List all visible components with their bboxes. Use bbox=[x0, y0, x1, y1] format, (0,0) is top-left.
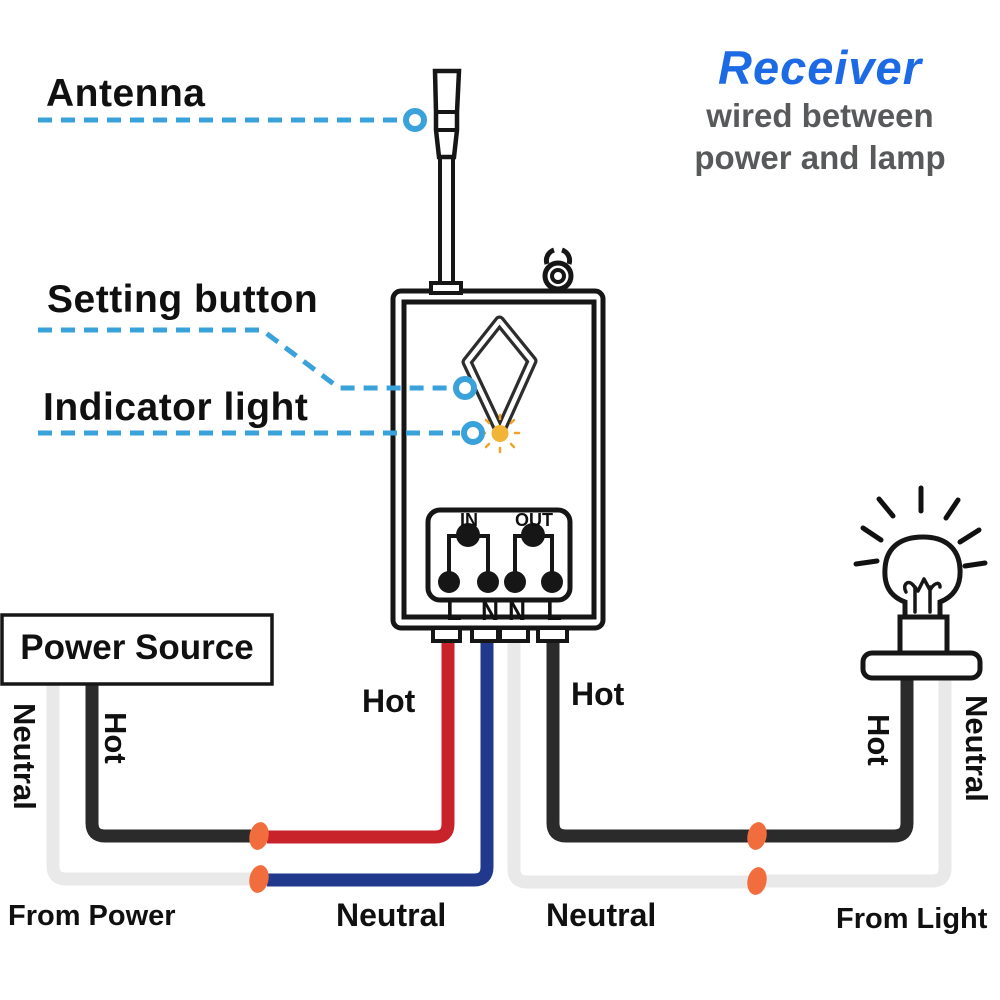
from-power-caption: From Power bbox=[8, 900, 176, 932]
input-hot-label: Hot bbox=[362, 683, 416, 719]
terminal-in-label: IN bbox=[460, 510, 478, 530]
indicator-dot bbox=[491, 425, 509, 442]
wire-power-neutral bbox=[46, 682, 252, 886]
setting-button-leader bbox=[38, 327, 452, 391]
terminal-dot-l-out bbox=[541, 571, 563, 593]
terminal-dot-n-out bbox=[504, 571, 526, 593]
tab-l-out bbox=[536, 626, 569, 643]
terminal-dot-in bbox=[456, 523, 480, 547]
antenna-base bbox=[429, 281, 463, 295]
wire-connectors bbox=[249, 822, 767, 895]
from-light-caption: From Light bbox=[836, 903, 988, 935]
receiver-title: Receiver bbox=[718, 41, 922, 94]
terminal-out-label: OUT bbox=[515, 510, 553, 530]
connector-hot-right bbox=[747, 822, 767, 850]
receiver-title-block: Receiver wired between power and lamp bbox=[650, 40, 990, 179]
bulb-filament bbox=[902, 577, 942, 614]
loop-inner bbox=[550, 268, 566, 284]
source-neutral-label: Neutral bbox=[7, 703, 42, 810]
antenna-icon bbox=[429, 68, 463, 295]
wire-input-neutral bbox=[267, 640, 494, 887]
setting-callout-ring bbox=[453, 376, 477, 400]
bulb-screw-base bbox=[897, 614, 950, 656]
bulb-glass bbox=[882, 534, 963, 620]
receiver-box bbox=[390, 288, 606, 643]
source-hot-label: Hot bbox=[98, 712, 133, 764]
callout-leaders bbox=[38, 108, 485, 445]
wire-power-hot bbox=[85, 682, 251, 843]
bulb-rays bbox=[853, 485, 988, 569]
tab-l-in bbox=[431, 626, 462, 643]
connector-neutral-left bbox=[249, 865, 269, 893]
wire-lamp-neutral bbox=[765, 675, 952, 888]
terminal-dot-out bbox=[521, 523, 545, 547]
indicator-callout-ring bbox=[461, 421, 485, 445]
terminal-dot-n-in bbox=[477, 571, 499, 593]
connector-hot-left bbox=[249, 822, 269, 850]
bulb-base-plate bbox=[860, 650, 983, 681]
antenna-callout-ring bbox=[403, 108, 427, 132]
wires bbox=[46, 640, 952, 889]
lamp-neutral-label: Neutral bbox=[959, 695, 994, 802]
input-neutral-label: Neutral bbox=[336, 897, 447, 933]
receiver-subtitle-line1: wired between bbox=[706, 97, 934, 134]
wire-output-hot bbox=[546, 640, 749, 843]
wire-input-hot bbox=[267, 640, 455, 844]
terminal-letter-n-in: N bbox=[480, 598, 500, 626]
setting-button-label: Setting button bbox=[47, 278, 319, 321]
lamp-hot-label: Hot bbox=[861, 714, 896, 766]
indicator-light-label: Indicator light bbox=[43, 386, 309, 429]
terminal-letter-l-in: L bbox=[446, 598, 462, 626]
terminal-letter-l-out: L bbox=[546, 598, 562, 626]
terminal-dot-l-in bbox=[438, 571, 460, 593]
wire-output-neutral bbox=[507, 640, 749, 889]
antenna-label: Antenna bbox=[46, 72, 206, 115]
output-neutral-label: Neutral bbox=[546, 897, 657, 933]
antenna-stem bbox=[438, 155, 455, 285]
loop-horn-right bbox=[560, 247, 573, 265]
tab-n-out bbox=[498, 626, 530, 643]
wire-lamp-hot bbox=[765, 675, 914, 843]
output-hot-label: Hot bbox=[571, 676, 625, 712]
connector-neutral-right bbox=[747, 867, 767, 895]
light-bulb-icon bbox=[853, 485, 988, 681]
terminal-letter-n-out: N bbox=[507, 598, 527, 626]
mounting-loop-icon bbox=[542, 247, 574, 292]
receiver-subtitle-line2: power and lamp bbox=[694, 139, 946, 177]
receiver-inner-case bbox=[401, 299, 597, 620]
power-source-label: Power Source bbox=[20, 628, 254, 667]
tab-n-in bbox=[470, 626, 500, 643]
loop-horn-left bbox=[543, 247, 556, 265]
power-source-box bbox=[0, 613, 274, 686]
